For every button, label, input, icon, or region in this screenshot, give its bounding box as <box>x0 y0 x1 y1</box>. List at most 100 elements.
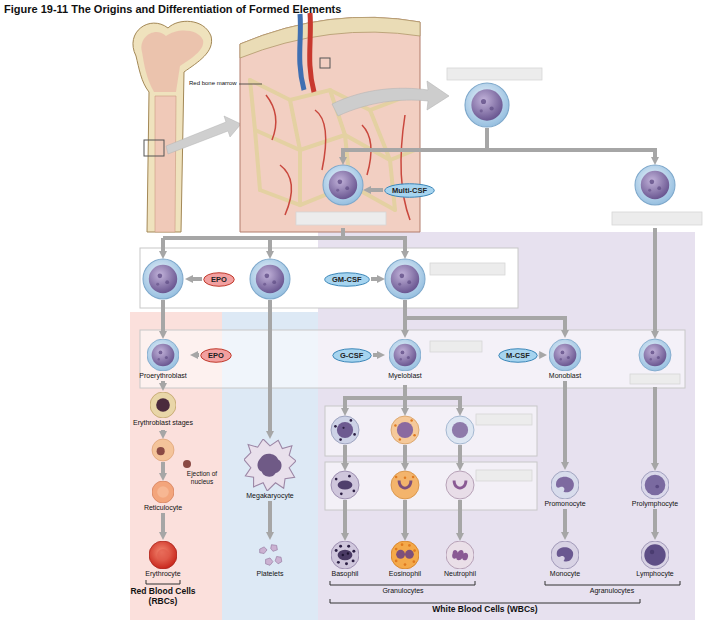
artery <box>310 13 314 92</box>
myeloid-stem-cell <box>323 165 363 205</box>
erythroblast-cell <box>152 439 174 461</box>
vein <box>300 14 304 90</box>
blast-row-box <box>140 330 685 388</box>
cell-node: Basophil <box>329 541 361 578</box>
stem-cell <box>465 83 509 127</box>
blank-label-box <box>296 212 386 225</box>
flow-line <box>343 396 462 400</box>
cell-drawing <box>551 541 579 569</box>
zoom-box <box>320 58 330 68</box>
flow-arrow <box>371 188 383 192</box>
compact-bone <box>240 17 420 58</box>
progenitor-row-box <box>140 248 518 308</box>
cell-picture <box>150 392 176 418</box>
flow-arrow <box>193 277 202 281</box>
factor-name: M-CSF <box>498 348 538 363</box>
femur-illustration <box>133 21 241 232</box>
annotation-label: Granulocytes <box>382 587 423 595</box>
bracket <box>146 580 180 584</box>
cell-name: Eosinophil <box>387 569 424 578</box>
blank-label-box <box>430 341 482 352</box>
flow-arrow <box>458 445 462 463</box>
myelocyte-row-box <box>325 406 537 456</box>
cell-drawing <box>641 541 669 569</box>
cell-drawing <box>331 541 359 569</box>
flow-arrow <box>405 318 565 330</box>
oval-shape <box>333 348 372 362</box>
marrow-tissue <box>240 17 420 232</box>
growth-factor-oval: G-CSF <box>332 348 372 363</box>
cell-drawing <box>389 339 421 371</box>
cell-picture <box>256 541 284 569</box>
cell-name: Neutrophil <box>442 569 478 578</box>
flow-arrow <box>403 300 407 330</box>
flow-line <box>341 148 657 152</box>
cell-picture <box>149 541 177 569</box>
growth-factor-oval: M-CSF <box>498 348 538 363</box>
ejected-nucleus <box>183 460 191 468</box>
blank-label-box <box>430 263 505 275</box>
flow-arrow <box>563 381 567 462</box>
figure-title: Figure 19-11 The Origins and Differentia… <box>4 3 341 15</box>
cell-drawing <box>150 392 176 418</box>
oval-shape <box>385 183 435 197</box>
flow-arrow <box>373 353 377 357</box>
band-cell-row-box <box>325 462 537 510</box>
unlabeled-cells <box>143 83 675 499</box>
cell-picture <box>152 481 174 503</box>
flow-arrow <box>653 150 657 157</box>
growth-factor-oval: EPO <box>200 348 232 363</box>
cell-name: Platelets <box>254 569 286 578</box>
flow-arrow <box>371 277 377 281</box>
blank-label-box <box>630 374 680 384</box>
zoom-box <box>144 140 164 156</box>
cell-drawing <box>152 481 174 503</box>
femur-marrow-cavity <box>155 96 176 232</box>
leader-line <box>239 84 262 85</box>
flow-arrow <box>403 500 407 533</box>
cell-drawing <box>391 541 419 569</box>
bracket <box>330 581 475 585</box>
sinusoid <box>266 95 276 140</box>
sinusoid <box>315 110 326 170</box>
cell-name: Lymphocyte <box>634 569 676 578</box>
cell-node: Monocyte <box>548 541 583 578</box>
flow-arrow <box>161 430 165 431</box>
cell-node: Myeloblast <box>386 339 424 380</box>
cell-node: Monoblast <box>547 339 584 380</box>
cell-node: Erythroblast stages <box>131 392 195 427</box>
sinusoid <box>401 115 410 220</box>
cell-picture <box>641 541 669 569</box>
oval-shape <box>204 272 235 286</box>
cell-node: Neutrophil <box>442 541 478 578</box>
blank-label-boxes <box>296 68 702 481</box>
flow-arrow <box>343 398 347 408</box>
bracket <box>330 599 640 603</box>
cell-picture <box>331 541 359 569</box>
myelocyte-cell <box>391 416 419 444</box>
band-cell <box>331 471 359 499</box>
factor-name: EPO <box>200 348 232 363</box>
cell-drawing <box>549 339 581 371</box>
factor-name: G-CSF <box>332 348 372 363</box>
lymphoid-stem-cell <box>635 165 675 205</box>
cell-node: Prolymphocyte <box>630 471 681 508</box>
cell-picture <box>391 541 419 569</box>
cell-node: Proerythroblast <box>137 339 189 380</box>
flow-arrow <box>161 381 165 383</box>
flow-line <box>485 128 489 150</box>
marrow-section-illustration <box>239 13 420 232</box>
cell-drawing <box>641 471 669 499</box>
oval-shape <box>201 348 232 362</box>
oval-shape <box>325 272 370 286</box>
flow-arrow <box>458 500 462 533</box>
oval-shape <box>499 348 538 362</box>
cell-drawing <box>149 541 177 569</box>
cell-node: Promonocyte <box>542 471 588 508</box>
flow-arrow <box>563 509 567 532</box>
brackets <box>146 580 680 603</box>
factor-name: Multi-CSF <box>384 183 435 198</box>
cell-node: Platelets <box>254 541 286 578</box>
